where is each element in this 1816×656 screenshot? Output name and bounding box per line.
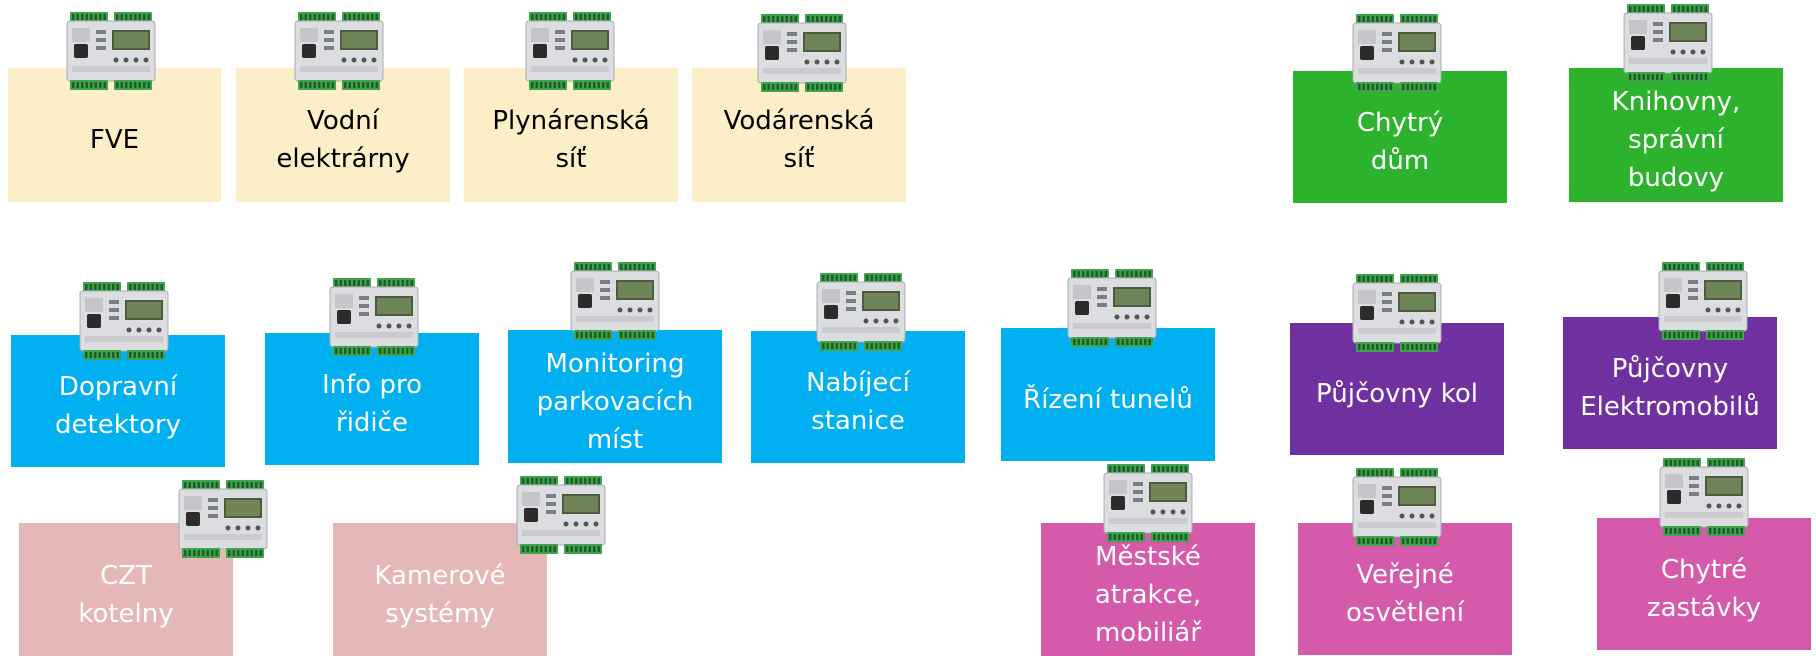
tile-monitoring-parkovacich-mist: Monitoring parkovacích míst (508, 330, 722, 463)
plc-controller-icon (814, 271, 908, 353)
plc-controller-icon (1350, 466, 1444, 548)
tile-chytry-dum: Chytrý dům (1293, 71, 1507, 203)
tile-fve: FVE (8, 68, 221, 202)
tile-label: Řízení tunelů (1023, 384, 1193, 415)
tile-label: Městské atrakce, mobiliář (1094, 541, 1202, 648)
tile-label: Monitoring parkovacích míst (536, 348, 694, 455)
tile-nabijeci-stanice: Nabíjecí stanice (751, 331, 965, 463)
plc-controller-icon (1657, 456, 1751, 538)
tile-label: CZT kotelny (78, 560, 174, 629)
tile-rizeni-tunelu: Řízení tunelů (1001, 328, 1215, 461)
tile-label: Vodárenská síť (723, 106, 875, 174)
plc-controller-icon (64, 10, 158, 92)
tile-verejne-osvetleni: Veřejné osvětlení (1298, 523, 1512, 655)
plc-controller-icon (1656, 260, 1750, 342)
tile-label: Chytrý dům (1356, 108, 1444, 176)
tile-label: Kamerové systémy (374, 560, 506, 629)
tile-label: Dopravní detektory (55, 372, 181, 440)
tile-label: Info pro řidiče (321, 370, 422, 438)
tile-label: Chytré zastávky (1646, 555, 1762, 623)
tile-chytre-zastavky: Chytré zastávky (1597, 518, 1811, 650)
plc-controller-icon (1621, 2, 1715, 84)
plc-controller-icon (514, 474, 608, 556)
tile-info-pro-ridice: Info pro řidiče (265, 333, 479, 465)
tile-label: Nabíjecí stanice (806, 368, 910, 436)
plc-controller-icon (1350, 12, 1444, 94)
tile-pujcovny-kol: Půjčovny kol (1290, 323, 1504, 455)
plc-controller-icon (1065, 267, 1159, 349)
plc-controller-icon (1101, 462, 1195, 544)
plc-controller-icon (1350, 272, 1444, 354)
tile-mestske-atrakce: Městské atrakce, mobiliář (1041, 523, 1255, 656)
tile-plynarenska-sit: Plynárenská síť (464, 68, 678, 202)
plc-controller-icon (523, 10, 617, 92)
plc-controller-icon (568, 260, 662, 342)
tile-label: FVE (89, 125, 140, 155)
plc-controller-icon (176, 478, 270, 560)
tile-label: Vodní elektrárny (276, 106, 410, 174)
tile-label: Veřejné osvětlení (1346, 560, 1464, 628)
plc-controller-icon (77, 280, 171, 362)
tile-label: Knihovny, správní budovy (1611, 87, 1741, 193)
plc-controller-icon (755, 12, 849, 94)
tile-label: Půjčovny kol (1316, 379, 1478, 409)
plc-controller-icon (292, 10, 386, 92)
tile-knihovny: Knihovny, správní budovy (1569, 68, 1783, 202)
tile-label: Půjčovny Elektromobilů (1580, 354, 1760, 422)
tile-label: Plynárenská síť (492, 106, 650, 174)
tile-vodni-elektrarny: Vodní elektrárny (236, 68, 450, 202)
tile-kamerove-systemy: Kamerové systémy (333, 523, 547, 656)
plc-controller-icon (327, 276, 421, 358)
